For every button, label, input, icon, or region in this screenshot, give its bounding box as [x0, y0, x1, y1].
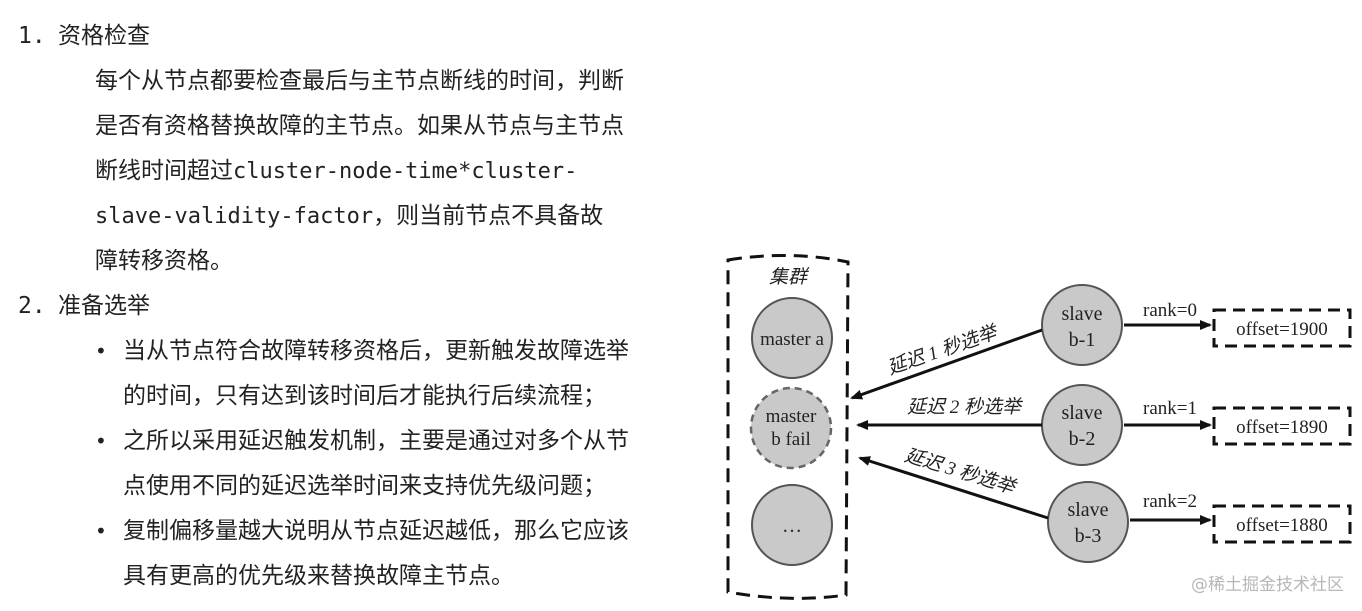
election-arrow-1	[850, 328, 1043, 400]
slave-b-3-label-line-2: b-3	[1075, 525, 1102, 547]
offset-label-1: offset=1900	[1236, 319, 1328, 340]
section-2-bullet-list: • 当从节点符合故障转移资格后，更新触发故障选举 的时间，只有达到该时间后才能执…	[95, 329, 698, 599]
slave-b-1-label-line-2: b-1	[1069, 329, 1096, 351]
section-1-line-5: 障转移资格。	[95, 248, 233, 274]
config-code-part-2: slave-validity-factor	[95, 204, 374, 229]
bullet-2-line-2: 点使用不同的延迟选举时间来支持优先级问题；	[123, 473, 606, 499]
section-1-title: 资格检查	[58, 23, 150, 49]
section-2-title: 准备选举	[58, 293, 150, 319]
bullet-item: • 复制偏移量越大说明从节点延迟越低，那么它应该 具有更高的优先级来替换故障主节…	[95, 509, 698, 599]
bullet-dot-icon: •	[95, 429, 107, 453]
master-b-label-line-1: master	[766, 406, 817, 427]
offset-label-3: offset=1880	[1236, 515, 1328, 536]
bullet-2-line-1: 之所以采用延迟触发机制，主要是通过对多个从节	[123, 428, 629, 454]
master-a-label: master a	[760, 329, 824, 350]
slave-b-1-node	[1041, 284, 1123, 366]
section-2-number: 2.	[18, 293, 46, 319]
slave-b-3-label-line-1: slave	[1067, 499, 1108, 521]
master-b-failed-node	[749, 386, 833, 470]
offset-box-1	[1212, 308, 1352, 348]
bullet-1-line-2: 的时间，只有达到该时间后才能执行后续流程；	[123, 383, 606, 409]
bullet-item: • 之所以采用延迟触发机制，主要是通过对多个从节 点使用不同的延迟选举时间来支持…	[95, 419, 698, 509]
section-2-heading: 2. 准备选举	[18, 284, 698, 329]
section-1-number: 1.	[18, 23, 46, 49]
bullet-1-line-1: 当从节点符合故障转移资格后，更新触发故障选举	[123, 338, 629, 364]
bullet-item: • 当从节点符合故障转移资格后，更新触发故障选举 的时间，只有达到该时间后才能执…	[95, 329, 698, 419]
section-1-line-4: slave-validity-factor，则当前节点不具备故	[95, 194, 675, 239]
bullet-3-line-2: 具有更高的优先级来替换故障主节点。	[123, 563, 514, 589]
delay-label-2: 延迟 2 秒选举	[907, 396, 1024, 418]
other-master-node	[751, 484, 833, 566]
rank-label-2: rank=1	[1143, 398, 1197, 419]
offset-label-2: offset=1890	[1236, 417, 1328, 438]
offset-box-2	[1212, 406, 1352, 446]
bullet-dot-icon: •	[95, 519, 107, 543]
config-code-part-1: cluster-node-time*cluster-	[233, 159, 578, 184]
text-column: 1. 资格检查 每个从节点都要检查最后与主节点断线的时间，判断 是否有资格替换故障…	[18, 14, 698, 599]
rank-label-1: rank=0	[1143, 300, 1197, 321]
slave-b-1-label-line-1: slave	[1061, 303, 1102, 325]
ellipsis-label: …	[782, 515, 802, 537]
section-1-line-3: 断线时间超过cluster-node-time*cluster-	[95, 149, 675, 194]
master-b-label-line-2: b fail	[771, 429, 811, 450]
section-1-line-1: 每个从节点都要检查最后与主节点断线的时间，判断	[95, 68, 624, 94]
rank-label-3: rank=2	[1143, 491, 1197, 512]
offset-box-3	[1212, 504, 1352, 544]
slave-b-2-label-line-2: b-2	[1069, 428, 1096, 450]
slave-b-2-label-line-1: slave	[1061, 402, 1102, 424]
election-arrow-3	[858, 456, 1049, 520]
cluster-boundary	[726, 253, 850, 600]
section-1-line-3-prefix: 断线时间超过	[95, 158, 233, 184]
section-1-line-2: 是否有资格替换故障的主节点。如果从节点与主节点	[95, 113, 624, 139]
bullet-3-line-1: 复制偏移量越大说明从节点延迟越低，那么它应该	[123, 518, 629, 544]
section-1-line-4-suffix: ，则当前节点不具备故	[373, 203, 604, 229]
bullet-dot-icon: •	[95, 339, 107, 363]
section-1-heading: 1. 资格检查	[18, 14, 698, 59]
watermark: @稀土掘金技术社区	[1191, 575, 1344, 595]
slave-b-2-node	[1041, 384, 1123, 466]
slave-b-3-node	[1047, 481, 1129, 563]
section-1-paragraph: 每个从节点都要检查最后与主节点断线的时间，判断 是否有资格替换故障的主节点。如果…	[95, 59, 675, 284]
cluster-label: 集群	[769, 266, 810, 288]
master-a-node	[751, 297, 833, 379]
